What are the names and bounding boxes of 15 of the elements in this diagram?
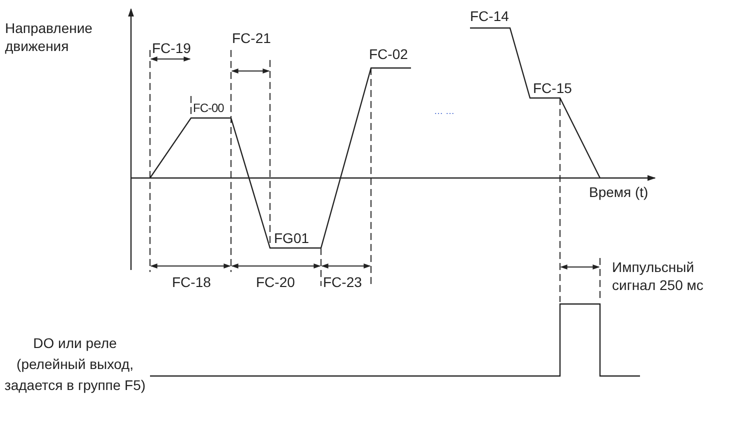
ellipsis-text: … … — [434, 105, 455, 118]
axis-title: Время (t) — [589, 183, 648, 201]
parameter-label: FC-02 — [369, 45, 408, 63]
parameter-label: FC-19 — [152, 39, 191, 57]
parameter-label: FC-21 — [232, 29, 271, 47]
parameter-label: FC-20 — [256, 273, 295, 291]
parameter-label: FC-14 — [470, 7, 509, 25]
parameter-label: FG01 — [274, 229, 310, 247]
annotation-text: Импульсный сигнал 250 мс — [612, 258, 704, 294]
signal-label: DO или реле (релейный выход, задается в группе F5) — [3, 334, 147, 395]
axis-title: Направление движения — [5, 19, 94, 55]
parameter-label: FC-15 — [533, 79, 572, 97]
parameter-label: FC-23 — [323, 273, 362, 291]
parameter-label: FC-00 — [193, 100, 224, 117]
parameter-label: FC-18 — [172, 273, 211, 291]
